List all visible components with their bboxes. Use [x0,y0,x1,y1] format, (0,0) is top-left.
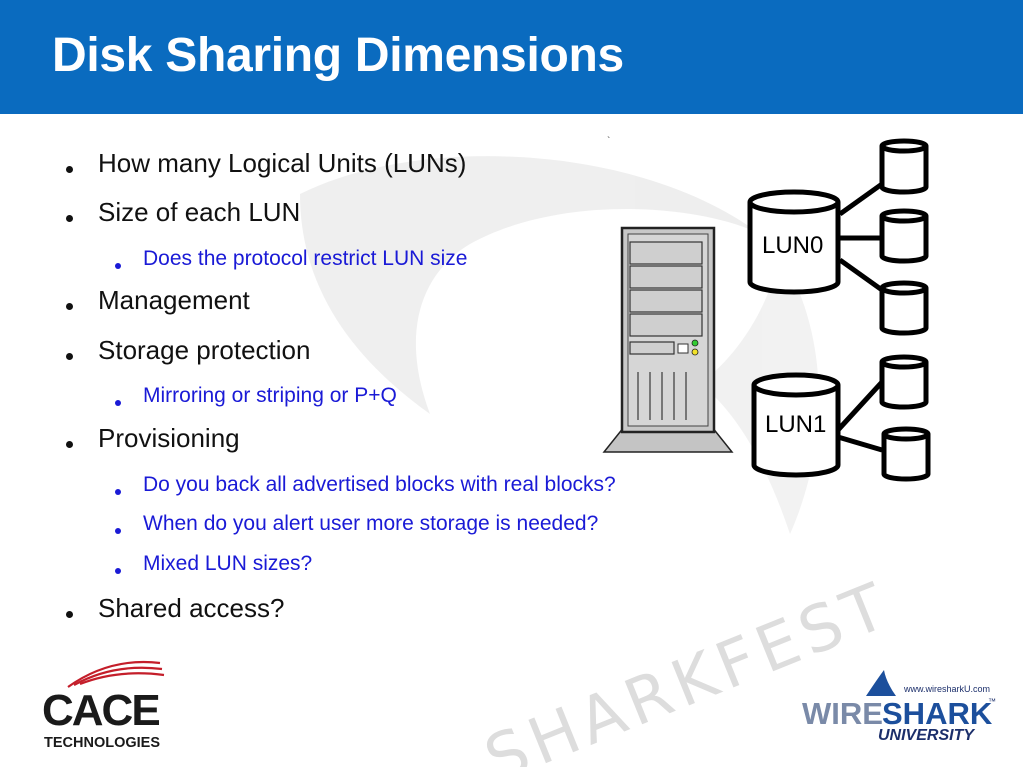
ws-tm: ™ [988,697,996,706]
server-tower-icon [602,226,734,453]
bullet-dot [66,166,73,173]
ws-university: UNIVERSITY [878,727,975,744]
bullet-dot [66,611,73,618]
sub-bullet-item: Does the protocol restrict LUN size [143,247,468,270]
bullet-dot [66,215,73,222]
sub-bullet-dot [115,568,121,574]
ws-shark: SHARK [882,696,993,731]
lun1-disk [751,372,841,478]
sub-bullet-dot [115,528,121,534]
bullet-item: Size of each LUN [98,197,301,227]
sub-bullet-dot [115,489,121,495]
sub-bullet-item: Do you back all advertised blocks with r… [143,473,616,496]
bullet-dot [66,353,73,360]
ws-wire: WIRE [802,696,883,731]
lun-diagram [747,138,931,482]
bullet-dot [66,441,73,448]
sub-bullet-item: Mixed LUN sizes? [143,552,313,575]
bullet-item: How many Logical Units (LUNs) [98,148,467,178]
sub-bullet-dot [115,400,121,406]
lun1-label: LUN1 [765,411,827,438]
sharkfest-watermark: SHARKFEST [300,156,901,767]
ws-url: www.wiresharkU.com [903,684,990,694]
slide-title: Disk Sharing Dimensions [52,29,624,82]
cace-wordmark: CACE [42,686,159,735]
bullet-item: Storage protection [98,335,311,365]
small-disks [879,138,931,482]
sub-bullet-item: Mirroring or striping or P+Q [143,384,397,407]
title-bar: Disk Sharing Dimensions [0,0,1023,114]
wireshark-university-logo: www.wiresharkU.com WIRE SHARK ™ UNIVERSI… [802,670,996,744]
stray-mark: ` [607,136,611,147]
lun0-label: LUN0 [762,232,824,259]
bullet-dot [66,303,73,310]
bullet-item: Management [98,285,250,315]
sub-bullet-item: When do you alert user more storage is n… [143,512,599,535]
bullet-item: Provisioning [98,423,240,453]
cace-technologies-logo: CACE TECHNOLOGIES [42,660,170,751]
bullet-item: Shared access? [98,593,285,623]
cace-subtitle: TECHNOLOGIES [44,735,160,751]
sub-bullet-dot [115,263,121,269]
lun0-disk [747,189,841,295]
